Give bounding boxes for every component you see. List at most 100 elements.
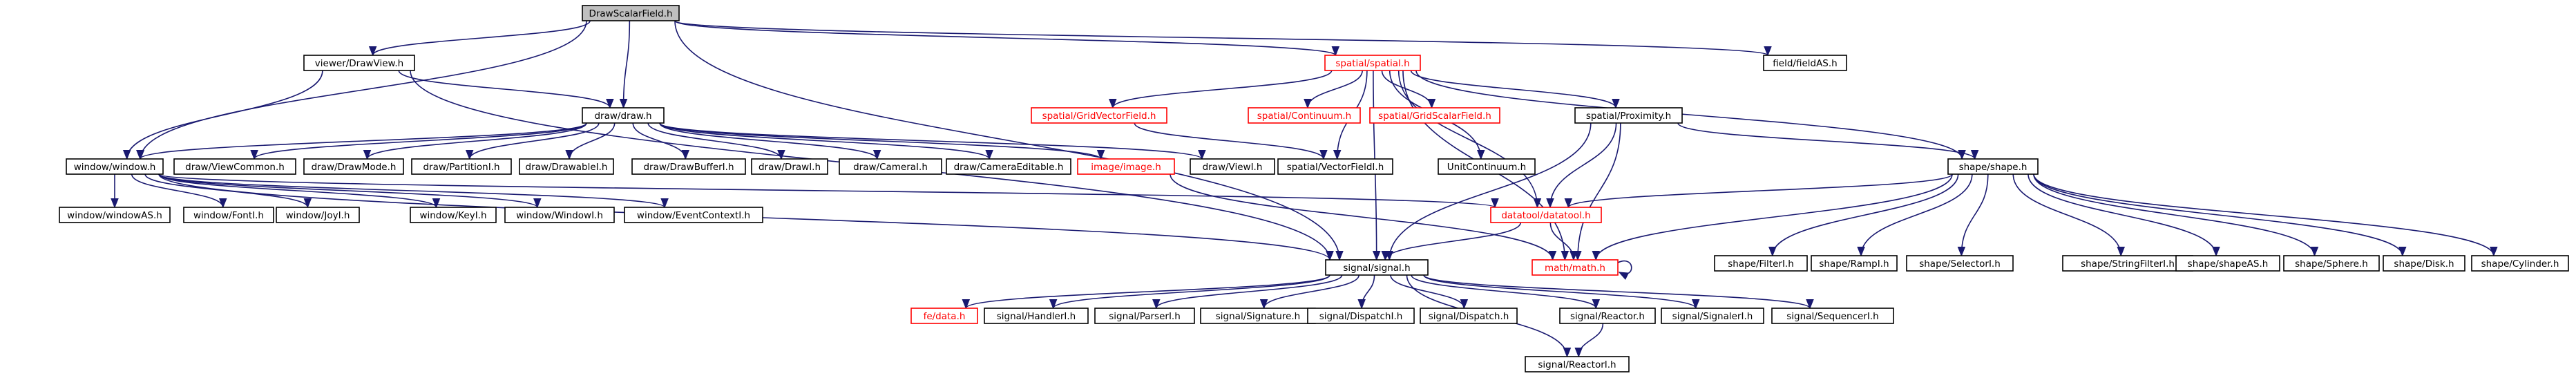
node-label: window/EventContextI.h bbox=[637, 210, 750, 221]
node-font[interactable]: window/FontI.h bbox=[183, 207, 274, 223]
edge-draw-to-window bbox=[136, 122, 587, 160]
edge-draw-to-drawbuffer bbox=[632, 122, 689, 160]
edge-proximity-to-math bbox=[1574, 122, 1621, 261]
node-ramp[interactable]: shape/RampI.h bbox=[1811, 255, 1898, 272]
node-drawi[interactable]: draw/DrawI.h bbox=[751, 158, 828, 175]
node-vecfield[interactable]: spatial/VectorFieldI.h bbox=[1277, 158, 1393, 175]
node-partition[interactable]: draw/PartitionI.h bbox=[411, 158, 512, 175]
node-box bbox=[519, 158, 614, 175]
node-shapeAS[interactable]: shape/shapeAS.h bbox=[2175, 255, 2280, 272]
node-label: signal/ParserI.h bbox=[1109, 311, 1181, 322]
node-sphere[interactable]: shape/Sphere.h bbox=[2283, 255, 2380, 272]
node-viewi[interactable]: draw/ViewI.h bbox=[1190, 158, 1275, 175]
node-label: window/KeyI.h bbox=[419, 210, 486, 221]
node-drawbuffer[interactable]: draw/DrawBufferI.h bbox=[631, 158, 746, 175]
node-signal[interactable]: signal/signal.h bbox=[1325, 259, 1429, 276]
node-box bbox=[2175, 255, 2280, 272]
edge-draw-to-viewi bbox=[659, 122, 1206, 160]
node-reactori[interactable]: signal/ReactorI.h bbox=[1525, 356, 1630, 372]
node-label: draw/PartitionI.h bbox=[423, 162, 499, 173]
node-box bbox=[1307, 308, 1415, 324]
node-viewer[interactable]: viewer/DrawView.h bbox=[303, 55, 415, 71]
node-joy[interactable]: window/JoyI.h bbox=[276, 207, 360, 223]
node-proximity[interactable]: spatial/Proximity.h bbox=[1574, 107, 1683, 124]
edge-viewer-to-window bbox=[122, 70, 323, 160]
node-box bbox=[183, 207, 274, 223]
node-box bbox=[276, 207, 360, 223]
node-box bbox=[624, 207, 763, 223]
node-box bbox=[59, 207, 171, 223]
node-windowAS[interactable]: window/windowAS.h bbox=[59, 207, 171, 223]
node-viewcommon[interactable]: draw/ViewCommon.h bbox=[173, 158, 296, 175]
node-root[interactable]: DrawScalarField.h bbox=[582, 5, 680, 21]
node-label: shape/SelectorI.h bbox=[1919, 258, 2001, 270]
node-continuum[interactable]: spatial/Continuum.h bbox=[1248, 107, 1361, 124]
node-image[interactable]: image/image.h bbox=[1077, 158, 1175, 175]
edge-signal-to-parser bbox=[1152, 274, 1343, 310]
edge-window-to-datatool bbox=[158, 173, 1498, 209]
node-draw[interactable]: draw/draw.h bbox=[582, 107, 665, 124]
node-label: signal/SequencerI.h bbox=[1786, 311, 1878, 322]
node-handler[interactable]: signal/HandlerI.h bbox=[984, 308, 1089, 324]
node-selector[interactable]: shape/SelectorI.h bbox=[1906, 255, 2014, 272]
edge-draw-to-drawi bbox=[647, 122, 785, 160]
node-cylinder[interactable]: shape/Cylinder.h bbox=[2471, 255, 2569, 272]
node-label: signal/Signature.h bbox=[1216, 311, 1300, 322]
node-window[interactable]: window/window.h bbox=[66, 158, 164, 175]
node-dispatchi[interactable]: signal/DispatchI.h bbox=[1307, 308, 1415, 324]
node-sequenceri[interactable]: signal/SequencerI.h bbox=[1771, 308, 1894, 324]
node-fieldAS[interactable]: field/fieldAS.h bbox=[1763, 55, 1847, 71]
edge-viewer-to-draw bbox=[398, 70, 614, 109]
edge-signal-to-signaleri bbox=[1423, 274, 1700, 310]
node-signaleri[interactable]: signal/SignalerI.h bbox=[1661, 308, 1764, 324]
edge-proximity-to-shape bbox=[1677, 122, 1979, 160]
node-filter[interactable]: shape/FilterI.h bbox=[1714, 255, 1808, 272]
node-label: shape/Disk.h bbox=[2394, 258, 2454, 270]
node-box bbox=[1763, 55, 1847, 71]
edge-root-to-draw bbox=[619, 20, 631, 109]
node-windowi[interactable]: window/WindowI.h bbox=[504, 207, 615, 223]
node-label: spatial/GridVectorField.h bbox=[1042, 111, 1156, 122]
node-drawmode[interactable]: draw/DrawMode.h bbox=[303, 158, 404, 175]
edge-shape-to-stringfilter bbox=[2012, 173, 2125, 257]
edge-shape-to-math bbox=[1592, 173, 1953, 261]
node-label: signal/signal.h bbox=[1343, 263, 1410, 274]
node-reactorh[interactable]: signal/Reactor.h bbox=[1559, 308, 1656, 324]
edge-spatial-to-proximity bbox=[1410, 70, 1620, 109]
node-box bbox=[2283, 255, 2380, 272]
node-cameraedit[interactable]: draw/CameraEditable.h bbox=[946, 158, 1071, 175]
node-box bbox=[1906, 255, 2014, 272]
edge-shape-to-shapeAS bbox=[2028, 173, 2220, 257]
edge-math-to-math bbox=[1617, 261, 1632, 280]
node-camera[interactable]: draw/CameraI.h bbox=[839, 158, 942, 175]
node-unitcont[interactable]: UnitContinuum.h bbox=[1438, 158, 1536, 175]
node-math[interactable]: math/math.h bbox=[1532, 259, 1619, 276]
edge-draw-to-partition bbox=[466, 122, 600, 160]
node-label: window/JoyI.h bbox=[286, 210, 350, 221]
node-dispatch[interactable]: signal/Dispatch.h bbox=[1420, 308, 1518, 324]
node-datatool[interactable]: datatool/datatool.h bbox=[1490, 207, 1602, 223]
edge-draw-to-drawmode bbox=[363, 122, 587, 160]
node-eventctx[interactable]: window/EventContextI.h bbox=[624, 207, 763, 223]
node-layer: DrawScalarField.h viewer/DrawView.h spatia… bbox=[59, 5, 2569, 372]
node-box bbox=[582, 5, 680, 21]
node-disk[interactable]: shape/Disk.h bbox=[2383, 255, 2465, 272]
node-key[interactable]: window/KeyI.h bbox=[410, 207, 497, 223]
node-gridvec[interactable]: spatial/GridVectorField.h bbox=[1031, 107, 1167, 124]
node-box bbox=[1277, 158, 1393, 175]
node-drawable[interactable]: draw/DrawableI.h bbox=[519, 158, 614, 175]
edge-spatial-to-continuum bbox=[1304, 70, 1363, 109]
edge-shape-to-ramp bbox=[1857, 173, 1973, 257]
edge-datatool-to-math bbox=[1549, 222, 1578, 261]
node-gridscal[interactable]: spatial/GridScalarField.h bbox=[1369, 107, 1500, 124]
node-label: draw/CameraI.h bbox=[853, 162, 928, 173]
node-signature[interactable]: signal/Signature.h bbox=[1200, 308, 1316, 324]
node-parser[interactable]: signal/ParserI.h bbox=[1094, 308, 1195, 324]
node-label: shape/shape.h bbox=[1959, 162, 2028, 173]
edge-signal-to-signature bbox=[1259, 274, 1359, 310]
node-fedata[interactable]: fe/data.h bbox=[910, 308, 978, 324]
node-spatial[interactable]: spatial/spatial.h bbox=[1324, 55, 1421, 71]
node-shape[interactable]: shape/shape.h bbox=[1947, 158, 2039, 175]
node-label: datatool/datatool.h bbox=[1501, 210, 1590, 221]
node-stringfilter[interactable]: shape/StringFilterI.h bbox=[2062, 255, 2193, 272]
